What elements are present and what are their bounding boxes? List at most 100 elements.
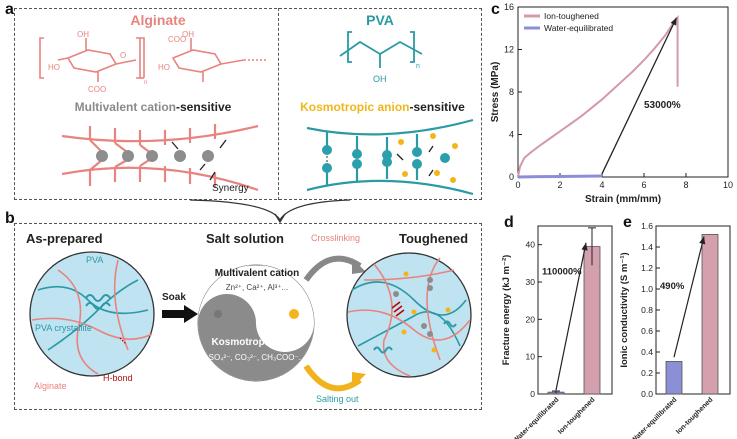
category-label: Water-equilibrated xyxy=(512,396,560,439)
panel-b-frame xyxy=(14,223,482,410)
coo-label: COO xyxy=(168,35,186,44)
category-label: Ion-toughened xyxy=(675,396,714,435)
pva-network-illustration xyxy=(306,118,474,196)
y-tick-label: 0.2 xyxy=(641,368,653,378)
y-tick-label: 0 xyxy=(509,172,514,182)
crosslinking-label: Crosslinking xyxy=(311,233,361,243)
multivalent-cation-text: Multivalent cation xyxy=(74,100,176,114)
cation-examples: Zn²⁺, Ca²⁺, Al³⁺... xyxy=(225,283,289,292)
y-tick-label: 8 xyxy=(509,87,514,97)
coo-label: COO xyxy=(88,85,106,94)
x-tick-label: 0 xyxy=(515,180,520,190)
y-tick-label: 0 xyxy=(530,389,535,399)
y-tick-label: 0.4 xyxy=(641,347,653,357)
as-prepared-label: As-prepared xyxy=(26,231,103,246)
hbond-label: H-bond xyxy=(103,373,133,383)
oh-label: OH xyxy=(182,30,194,39)
x-tick-label: 8 xyxy=(683,180,688,190)
anion-examples: SO₄²⁻, CO₃²⁻, CH₃COO⁻... xyxy=(208,353,306,362)
alginate-formula: OH OH HO HO COO COO O n xyxy=(39,30,268,94)
y-tick-label: 1.6 xyxy=(641,221,653,231)
crosslinking-arrow xyxy=(303,255,366,282)
x-tick-label: 6 xyxy=(641,180,646,190)
category-label: Ion-toughened xyxy=(557,396,596,435)
category-label: Water-equilibrated xyxy=(630,396,678,439)
annotation-text: 110000% xyxy=(542,267,582,278)
alginate-chain-label: Alginate xyxy=(34,381,67,391)
panel-a-frame xyxy=(14,8,482,200)
series-line-ion-toughened xyxy=(517,14,679,178)
soak-label: Soak xyxy=(162,292,186,303)
y-tick-label: 30 xyxy=(526,277,536,287)
series-line-water-equilibrated xyxy=(517,174,603,179)
annotation-arrowhead xyxy=(699,236,706,245)
legend-entry: Water-equilibrated xyxy=(544,23,613,33)
panel-d-letter: d xyxy=(504,214,514,231)
synergy-label: Synergy xyxy=(212,183,249,194)
o-label: O xyxy=(120,51,126,60)
salt-solution-yin-yang xyxy=(197,264,315,382)
y-tick-label: 16 xyxy=(504,2,514,12)
salting-out-label: Salting out xyxy=(316,394,359,404)
bar-ion-toughened xyxy=(583,246,601,395)
toughened-label: Toughened xyxy=(399,231,469,246)
x-tick-label: 10 xyxy=(723,180,733,190)
y-tick-label: 4 xyxy=(509,130,514,140)
annotation-arrow xyxy=(673,236,705,358)
y-tick-label: 10 xyxy=(526,352,536,362)
kosmotropic-anion-label: Kosmotropic anion xyxy=(211,337,303,348)
pva-subtitle: Kosmotropic anion-sensitive xyxy=(285,100,480,114)
pva-crystallite-label: PVA crystallite xyxy=(35,323,92,333)
x-axis-label: Strain (mm/mm) xyxy=(585,194,661,205)
n-label: n xyxy=(416,63,420,70)
annotation-arrowhead xyxy=(581,242,588,251)
legend-entry: Ion-toughened xyxy=(544,11,599,21)
annotation-arrow xyxy=(555,242,587,391)
y-tick-label: 1.0 xyxy=(641,284,653,294)
multivalent-cation-label: Multivalent cation xyxy=(214,268,300,279)
sensitive-text: -sensitive xyxy=(409,100,465,114)
y-tick-label: 1.2 xyxy=(641,263,653,273)
panel-e-letter: e xyxy=(623,214,632,231)
pva-title: PVA xyxy=(366,12,394,28)
kosmotropic-anion-text: Kosmotropic anion xyxy=(300,100,410,114)
y-tick-label: 0.6 xyxy=(641,326,653,336)
toughened-network-circle xyxy=(346,252,472,378)
soak-arrow xyxy=(162,305,198,323)
y-tick-label: 0.0 xyxy=(641,389,653,399)
annotation-arrowhead xyxy=(670,17,677,26)
alginate-network-illustration xyxy=(61,124,259,192)
n-label: n xyxy=(144,80,147,86)
bar-water-equilibrated xyxy=(665,361,683,395)
ho-label: HO xyxy=(158,63,170,72)
y-tick-label: 12 xyxy=(504,45,514,55)
alginate-subtitle: Multivalent cation-sensitive xyxy=(38,100,268,114)
y-tick-label: 20 xyxy=(526,314,536,324)
salt-solution-label: Salt solution xyxy=(206,231,284,246)
x-tick-label: 2 xyxy=(557,180,562,190)
panel-a-divider xyxy=(278,8,279,200)
y-axis-label: Ionic conductivity (S m⁻¹) xyxy=(619,252,630,367)
synergy-connector xyxy=(189,199,351,224)
panel-c-letter: c xyxy=(491,1,500,18)
plot-frame xyxy=(537,225,613,395)
as-prepared-network-circle xyxy=(29,251,155,377)
annotation-text: 490% xyxy=(660,281,685,292)
pva-chain-label: PVA xyxy=(86,255,104,265)
oh-label: OH xyxy=(77,30,89,39)
bar-ion-toughened xyxy=(701,233,719,395)
annotation-arrow xyxy=(601,17,678,175)
y-axis-label: Fracture energy (kJ m⁻²) xyxy=(501,255,512,366)
panel-a-letter: a xyxy=(5,1,14,18)
y-axis-label: Stress (MPa) xyxy=(490,62,501,123)
y-tick-label: 0.8 xyxy=(641,305,653,315)
panel-b-letter: b xyxy=(5,210,15,227)
y-tick-label: 1.4 xyxy=(641,242,653,252)
x-tick-label: 4 xyxy=(599,180,604,190)
salting-out-arrow xyxy=(303,364,366,392)
y-tick-label: 40 xyxy=(526,240,536,250)
sensitive-text: -sensitive xyxy=(175,100,232,114)
